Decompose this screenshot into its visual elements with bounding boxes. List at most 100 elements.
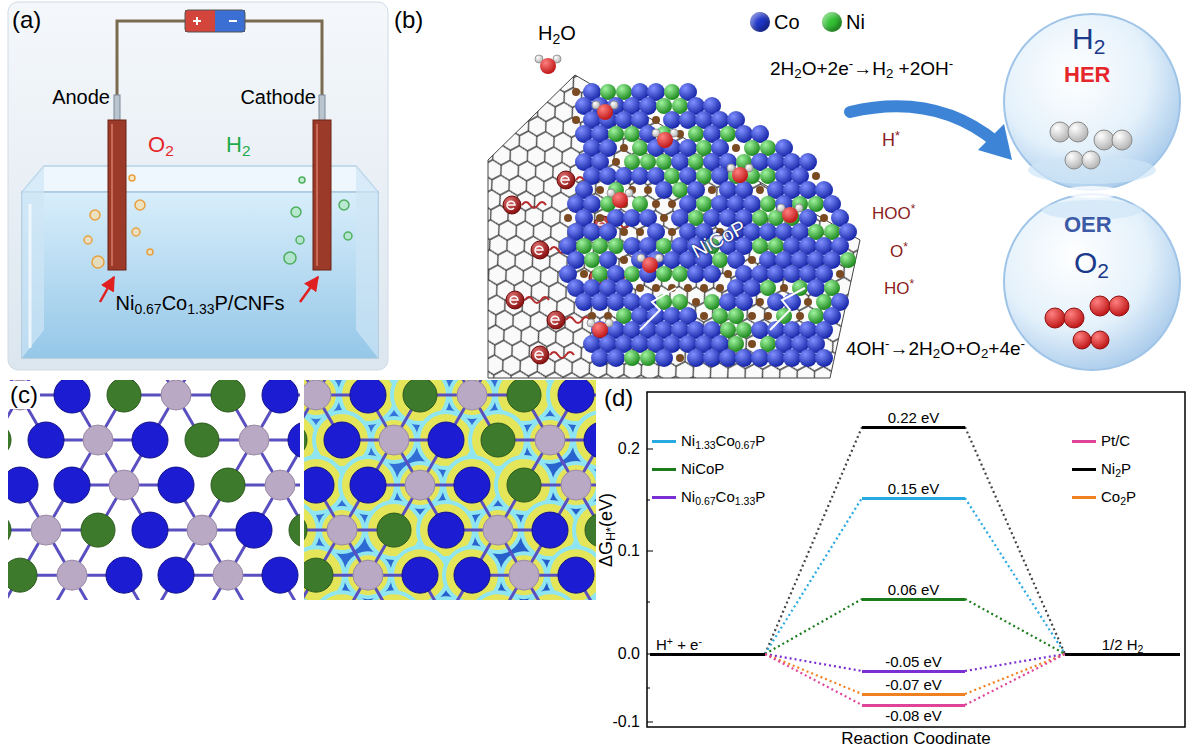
energy-level: 1/2 H2 <box>1065 636 1180 656</box>
level-bar <box>862 598 965 601</box>
phosphorus-atom <box>660 214 668 222</box>
plot-frame <box>647 449 653 722</box>
cobalt-atom <box>532 512 568 548</box>
electrolyzer-cell <box>356 166 378 358</box>
cobalt-atom <box>719 349 737 367</box>
cobalt-atom <box>584 422 596 458</box>
subscript: 2 <box>1138 642 1144 654</box>
catalyst-scheme <box>1073 331 1091 349</box>
cobalt-atom <box>158 557 194 593</box>
energy-value: -0.08 eV <box>862 707 965 724</box>
nickel-atom <box>304 558 333 592</box>
dotted-connector <box>965 654 1065 694</box>
phosphorus-atom <box>187 515 217 545</box>
subscript: 2 <box>1115 467 1121 479</box>
phosphorus-atom <box>620 144 628 152</box>
phosphorus-atom <box>748 312 756 320</box>
cobalt-atom <box>631 167 649 185</box>
energy-value: 0.22 eV <box>862 409 965 426</box>
legend-label: Co <box>774 11 800 34</box>
product-label: O2 <box>1074 246 1109 281</box>
spark-line <box>770 288 805 330</box>
subscript: 2 <box>1097 259 1109 282</box>
nickel-atom <box>304 513 307 547</box>
phosphorus-atom <box>564 214 572 222</box>
dotted-connector <box>765 599 862 654</box>
nickel-atom <box>624 126 640 142</box>
nickel-atom <box>640 350 656 366</box>
nickel-atom <box>585 513 596 547</box>
phosphorus-atom <box>612 158 620 166</box>
charge-halo <box>320 508 364 552</box>
subscript: 0.67 <box>735 439 755 451</box>
nickel-atom <box>8 558 37 592</box>
oxygen-atom <box>642 257 658 273</box>
gas-label: O2 <box>148 132 174 157</box>
cobalt-atom <box>655 349 673 367</box>
dotted-connector <box>765 498 862 654</box>
phosphorus-atom <box>620 256 628 264</box>
nickel-atom <box>672 266 688 282</box>
electrolyzer-cell <box>132 228 140 236</box>
catalyst-scheme <box>1094 130 1114 150</box>
dotted-connector <box>965 654 1065 705</box>
electrolyzer-cell <box>339 200 349 210</box>
catalyst-scheme <box>1091 331 1109 349</box>
charge-halo <box>476 508 520 552</box>
nickel-atom <box>736 322 752 338</box>
dotted-connector <box>965 599 1065 654</box>
electron-wave <box>522 202 546 208</box>
electrolyzer-cell <box>92 256 104 268</box>
electrode-label: Anode <box>40 86 110 109</box>
phosphorus-atom <box>327 515 357 545</box>
plot-frame <box>647 392 1185 727</box>
electron <box>503 196 521 214</box>
nickel-atom <box>211 380 245 412</box>
phosphorus-atom <box>213 560 243 590</box>
atomic-structure <box>8 380 300 600</box>
cobalt-atom <box>28 422 64 458</box>
cobalt-atom <box>735 349 753 367</box>
nickel-atom <box>507 380 541 412</box>
energy-value: 0.06 eV <box>862 581 965 598</box>
phosphorus-atom <box>724 270 732 278</box>
cobalt-atom <box>751 349 769 367</box>
legend-label: Ni <box>846 11 865 34</box>
electrolyzer-cell <box>299 177 305 183</box>
legend-label: Ni1.33Co0.67P <box>681 432 765 449</box>
electrolyzer-cell <box>22 166 44 358</box>
electron <box>531 346 549 364</box>
cobalt-atom <box>262 380 298 413</box>
legend-swatch <box>750 12 770 32</box>
subscript: 2 <box>981 346 988 361</box>
dotted-connector <box>765 427 862 654</box>
catalyst-scheme <box>1082 151 1100 169</box>
phosphorus-atom <box>836 270 844 278</box>
tick-label: 0.1 <box>600 542 640 560</box>
cobalt-atom <box>158 467 194 503</box>
oxygen-atom <box>732 167 748 183</box>
electron-wave <box>566 317 590 323</box>
phosphorus-atom <box>509 560 539 590</box>
level-bar <box>1065 653 1180 656</box>
superscript: + <box>667 634 673 646</box>
superscript: - <box>1021 336 1025 351</box>
phosphorus-atom <box>483 515 513 545</box>
cobalt-atom <box>703 349 721 367</box>
electrolyzer-cell <box>344 232 352 240</box>
charge-halo <box>522 592 578 600</box>
electron-wave <box>525 297 549 303</box>
charge-halo <box>470 592 526 600</box>
superscript: - <box>885 336 889 351</box>
superscript: * <box>895 129 900 143</box>
cobalt-atom <box>591 349 609 367</box>
phosphorus-atom <box>636 228 644 236</box>
energy-value: -0.05 eV <box>862 653 965 670</box>
phosphorus-atom <box>756 186 764 194</box>
level-bar <box>862 693 965 696</box>
electrolyzer-cell <box>8 2 388 370</box>
electron <box>531 241 549 259</box>
electron-mark <box>551 316 559 324</box>
